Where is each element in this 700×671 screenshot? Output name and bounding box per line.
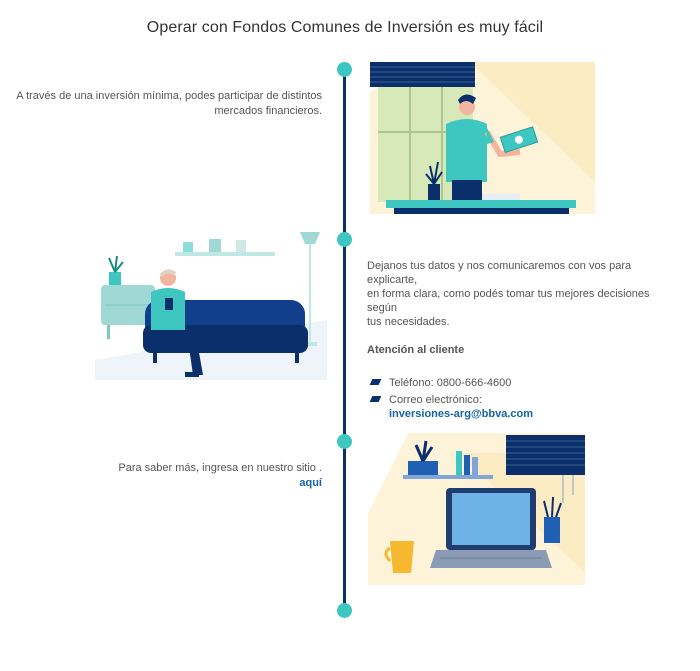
person-money-illustration — [370, 62, 595, 214]
step1-text: A través de una inversión mínima, podes … — [16, 89, 322, 119]
person-sofa-illustration — [95, 232, 327, 380]
step2-line1: Dejanos tus datos y nos comunicaremos co… — [367, 260, 632, 286]
timeline-dot — [337, 62, 352, 77]
customer-service-heading: Atención al cliente — [367, 344, 465, 356]
timeline-dot — [337, 603, 352, 618]
laptop-desk-illustration — [368, 433, 585, 585]
step1-line2: mercados financieros. — [214, 105, 322, 117]
bullet-icon — [369, 379, 382, 385]
email-item: Correo electrónico: inversiones-arg@bbva… — [367, 393, 682, 421]
timeline-dot — [337, 232, 352, 247]
step1-line1: A través de una inversión mínima, podes … — [16, 90, 322, 102]
site-link[interactable]: aquí — [299, 477, 322, 489]
timeline-dot — [337, 434, 352, 449]
phone-item: Teléfono: 0800-666-4600 — [367, 376, 682, 390]
step3-text: Para saber más, ingresa en nuestro sitio… — [118, 461, 322, 491]
step3-line1: Para saber más, ingresa en nuestro sitio… — [118, 462, 322, 474]
step2-line2: en forma clara, como podés tomar tus mej… — [367, 288, 650, 314]
step2-line3: tus necesidades. — [367, 316, 450, 328]
contact-list: Teléfono: 0800-666-4600 Correo electróni… — [367, 376, 682, 421]
step2-text: Dejanos tus datos y nos comunicaremos co… — [367, 259, 682, 424]
email-label: Correo electrónico: — [389, 394, 482, 406]
bullet-icon — [369, 396, 382, 402]
page-title: Operar con Fondos Comunes de Inversión e… — [146, 19, 544, 36]
phone-text: Teléfono: 0800-666-4600 — [389, 377, 512, 389]
email-link[interactable]: inversiones-arg@bbva.com — [389, 408, 533, 420]
timeline-line — [343, 68, 346, 610]
